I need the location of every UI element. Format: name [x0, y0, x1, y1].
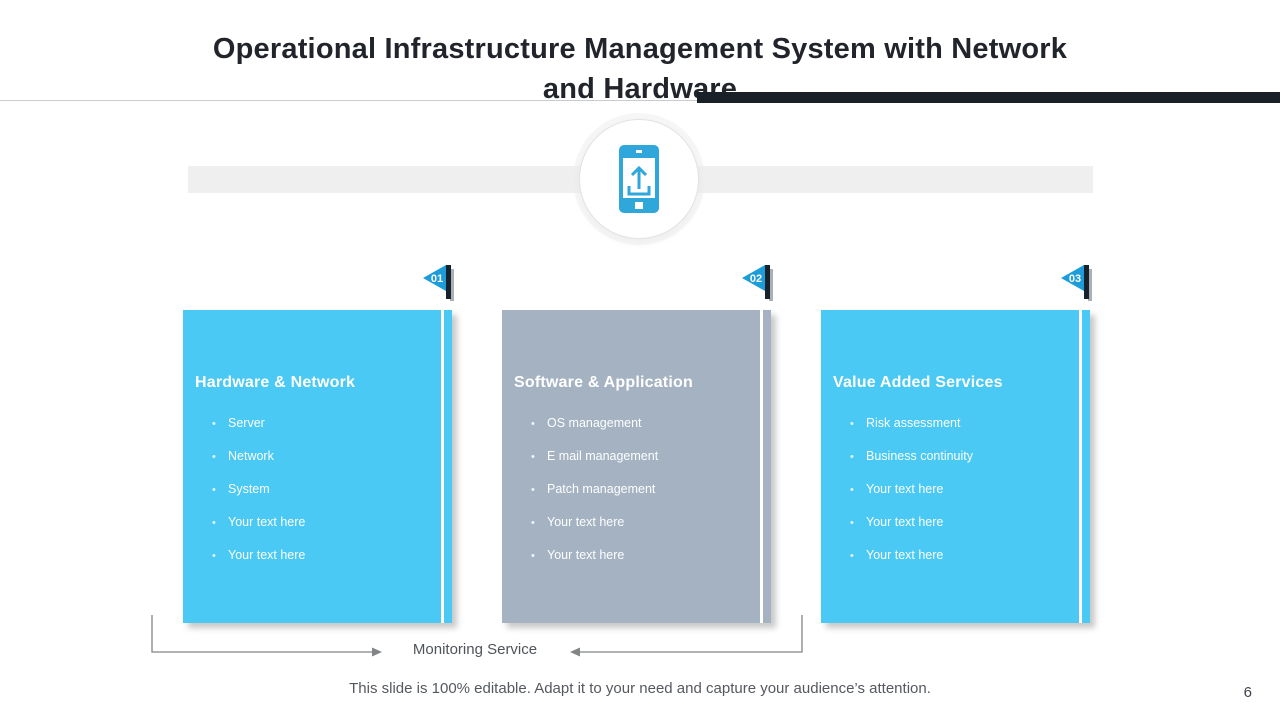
phone-upload-icon [619, 145, 659, 213]
flag-number-03: 03 [1069, 273, 1081, 285]
monitoring-service-label: Monitoring Service [412, 641, 538, 658]
title-accent-bar [697, 92, 1280, 103]
card-title: Software & Application [514, 374, 693, 391]
monitoring-bracket-arrows [151, 615, 803, 657]
card-bullet-item: Your text here [183, 513, 452, 532]
page-title-line-2: and Hardware [542, 73, 738, 106]
card-bullet-item: Network [183, 447, 452, 466]
card-bullet-item: Your text here [821, 513, 1090, 532]
flag-number-01: 01 [431, 273, 443, 285]
title-divider-line [0, 100, 1280, 101]
card-bullet-list: OS management E mail management Patch ma… [502, 414, 771, 565]
card-bullet-item: OS management [502, 414, 771, 433]
card-flagpole-stripe [760, 310, 763, 623]
card-title: Value Added Services [833, 374, 1003, 391]
card-bullet-list: Risk assessment Business continuity Your… [821, 414, 1090, 565]
card-bullet-item: E mail management [502, 447, 771, 466]
flag-03-icon: 03 [1061, 265, 1092, 301]
arrow-left-icon [570, 647, 580, 657]
card-bullet-item: Your text here [502, 546, 771, 565]
card-bullet-item: Patch management [502, 480, 771, 499]
page-number: 6 [1243, 684, 1252, 701]
card-hardware-network: Hardware & Network Server Network System… [183, 310, 452, 623]
card-bullet-item: Risk assessment [821, 414, 1090, 433]
card-bullet-item: Your text here [502, 513, 771, 532]
card-flagpole-stripe [441, 310, 444, 623]
flag-01-icon: 01 [423, 265, 454, 301]
card-flagpole-stripe [1079, 310, 1082, 623]
card-value-added-services: Value Added Services Risk assessment Bus… [821, 310, 1090, 623]
card-software-application: Software & Application OS management E m… [502, 310, 771, 623]
card-bullet-item: Server [183, 414, 452, 433]
center-icon-circle [579, 119, 699, 239]
card-bullet-item: Your text here [821, 480, 1090, 499]
flag-number-02: 02 [750, 273, 762, 285]
page-title: Operational Infrastructure Management Sy… [140, 29, 1140, 109]
card-bullet-item: System [183, 480, 452, 499]
card-bullet-item: Business continuity [821, 447, 1090, 466]
card-title: Hardware & Network [195, 374, 356, 391]
page-title-line-1: Operational Infrastructure Management Sy… [212, 33, 1068, 66]
card-bullet-list: Server Network System Your text here You… [183, 414, 452, 565]
footer-note: This slide is 100% editable. Adapt it to… [349, 680, 931, 697]
card-bullet-item: Your text here [821, 546, 1090, 565]
arrow-right-icon [372, 647, 382, 657]
card-bullet-item: Your text here [183, 546, 452, 565]
flag-02-icon: 02 [742, 265, 773, 301]
